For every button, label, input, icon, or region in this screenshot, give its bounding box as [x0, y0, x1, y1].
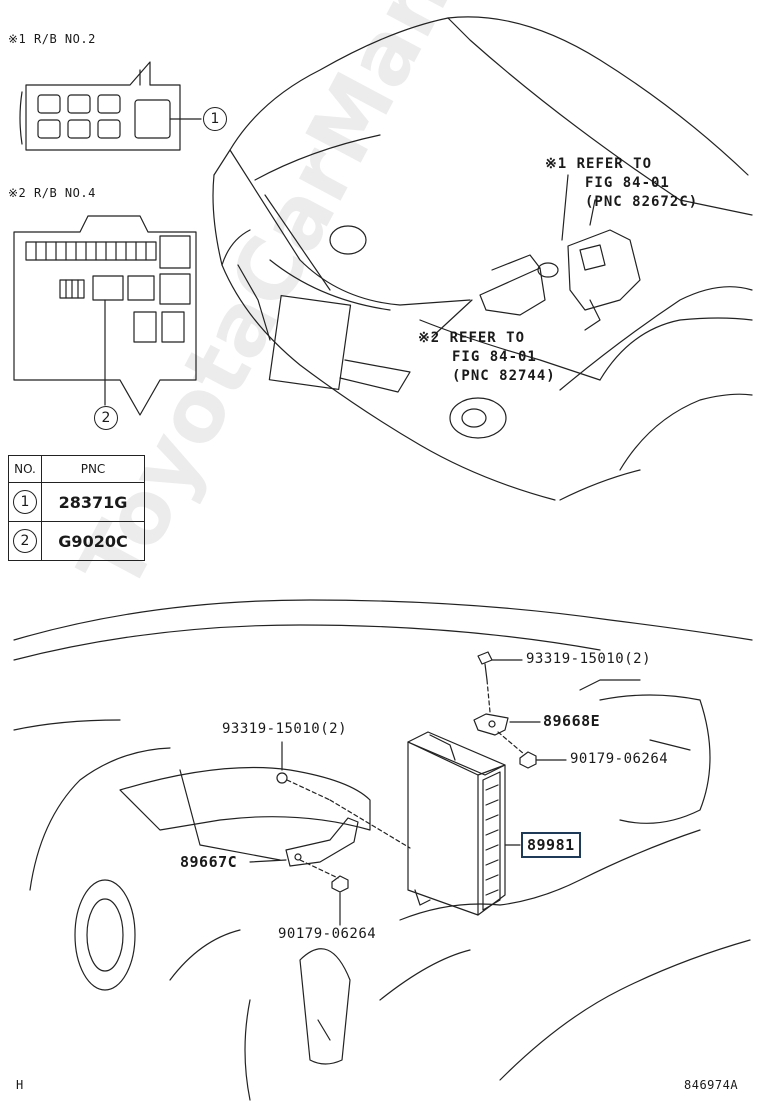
- nut-bottom-drawing: [331, 875, 349, 926]
- part-label-bracket-left: 89667C: [180, 853, 238, 871]
- row-number-circle: 2: [13, 529, 37, 553]
- table-row: 1 28371G: [8, 482, 145, 522]
- relay-block-no4-drawing: [13, 215, 197, 416]
- refer-note-1-line2: FIG 84-01: [585, 175, 670, 191]
- bracket-right-drawing: [473, 713, 509, 736]
- part-label-ecu: 89981: [521, 832, 581, 858]
- relay-block-no2-drawing: [19, 61, 202, 151]
- figure-id: 846974A: [684, 1078, 739, 1092]
- assembly-lines: [286, 679, 525, 879]
- part-label-bolt-top: 93319-15010(2): [526, 651, 652, 667]
- ecu-module-drawing: [407, 731, 506, 916]
- table-row: 2 G9020C: [8, 521, 145, 561]
- rb4-header: ※2 R/B NO.4: [8, 186, 96, 200]
- pnc-table: NO. PNC 1 28371G 2 G9020C: [8, 455, 145, 561]
- pnc-table-header-row: NO. PNC: [8, 455, 145, 483]
- bolt-left-drawing: [276, 741, 288, 784]
- leader-lines: [249, 174, 569, 863]
- pnc-row-no-cell: 2: [8, 521, 42, 561]
- refer-note-2-line2: FIG 84-01: [452, 349, 537, 365]
- pnc-row-value: 28371G: [41, 482, 145, 522]
- part-label-nut-right: 90179-06264: [570, 751, 669, 767]
- refer-note-1-line3: (PNC 82672C): [585, 194, 699, 210]
- nut-right-drawing: [519, 751, 567, 769]
- refer-note-2-line1: ※2 REFER TO: [418, 330, 526, 346]
- part-label-bracket-right: 89668E: [543, 712, 601, 730]
- vehicle-front-drawing: [212, 16, 753, 501]
- part-label-nut-bottom: 90179-06264: [278, 926, 377, 942]
- row-number-circle: 1: [13, 490, 37, 514]
- rb2-header: ※1 R/B NO.2: [8, 32, 96, 46]
- refer-note-1-line1: ※1 REFER TO: [545, 156, 653, 172]
- bracket-left-drawing: [285, 817, 359, 867]
- circle-callout-2: 2: [94, 406, 118, 430]
- pnc-table-header-no: NO.: [8, 455, 42, 483]
- pnc-table-header-pnc: PNC: [41, 455, 145, 483]
- circle-callout-1: 1: [203, 107, 227, 131]
- part-label-bolt-left: 93319-15010(2): [222, 721, 348, 737]
- pnc-row-no-cell: 1: [8, 482, 42, 522]
- refer-note-2-line3: (PNC 82744): [452, 368, 556, 384]
- footer-left-mark: H: [16, 1078, 24, 1092]
- dashboard-drawing: [13, 599, 753, 1101]
- bolt-top-drawing: [477, 651, 523, 681]
- pnc-row-value: G9020C: [41, 521, 145, 561]
